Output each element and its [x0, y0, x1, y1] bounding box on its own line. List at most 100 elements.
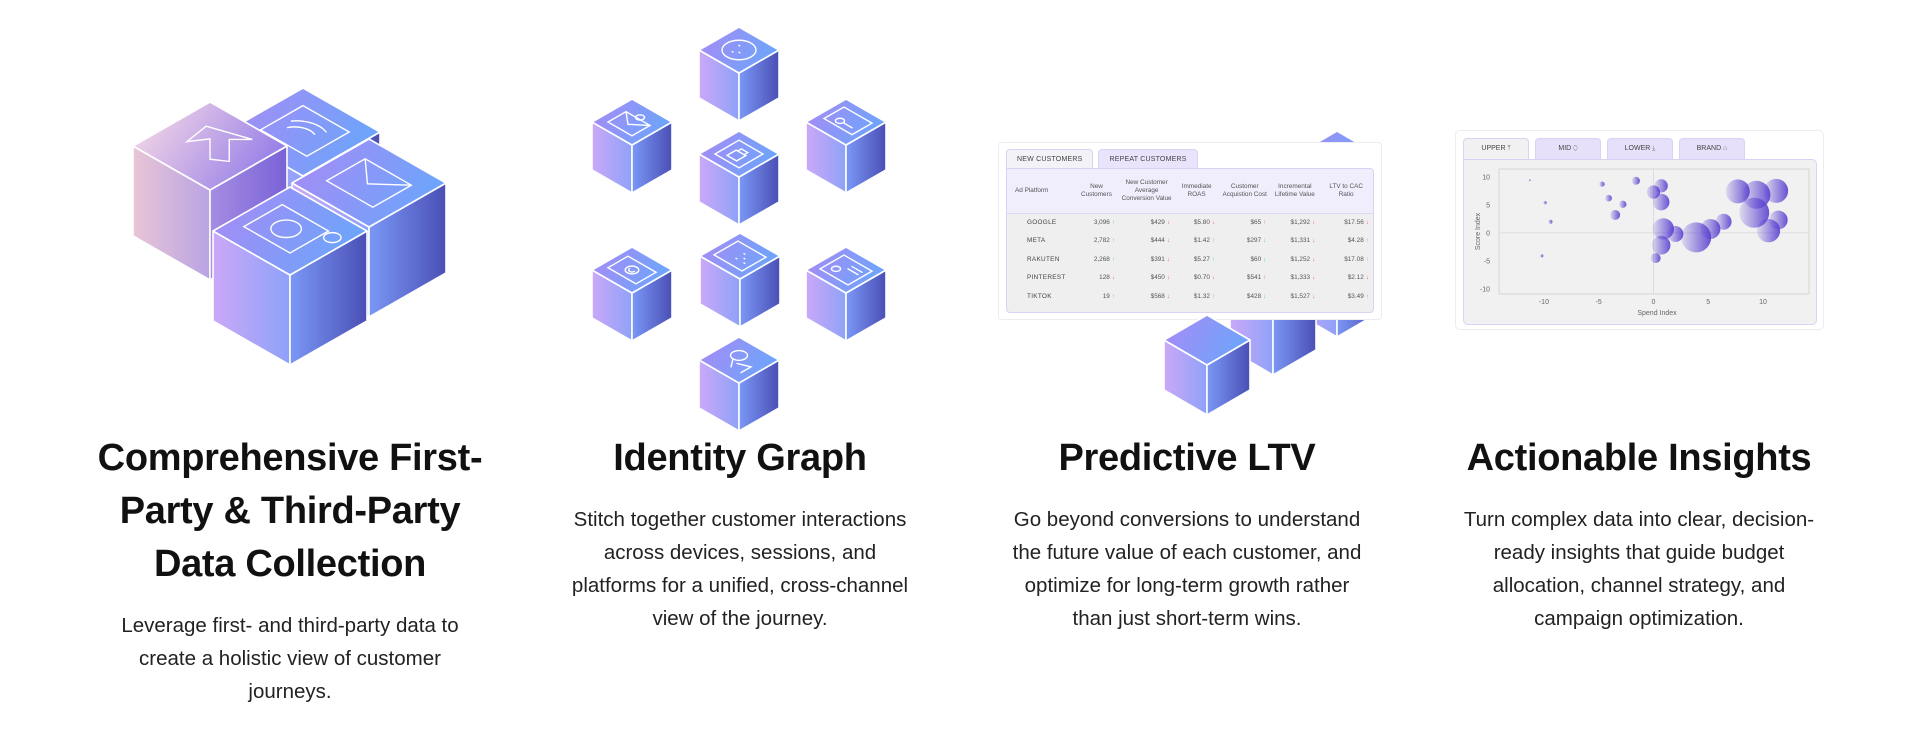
bubble-point[interactable]: [1715, 213, 1732, 230]
identity-cube: [806, 99, 886, 194]
cell-value: $65: [1250, 219, 1262, 226]
ltv-table-card: NEW CUSTOMERS REPEAT CUSTOMERS Ad Platfo…: [998, 142, 1382, 320]
column-header[interactable]: New Customers: [1081, 182, 1112, 198]
bubble-point[interactable]: [1605, 194, 1612, 202]
email-user-icon: [608, 109, 655, 136]
cell-value: 19: [1102, 292, 1110, 300]
identity-cube: [806, 247, 886, 342]
cell-value: $5.27: [1193, 255, 1210, 263]
value-cell: $1,252↓: [1270, 250, 1319, 269]
column-header[interactable]: LTV to CAC Ratio: [1329, 182, 1363, 198]
bubble-point[interactable]: [1700, 218, 1721, 239]
title-line: Party & Third-Party: [119, 490, 461, 532]
desc-line: campaign optimization.: [1534, 607, 1744, 630]
cell-value: $0.70: [1193, 274, 1210, 282]
cell-value: $1,333: [1290, 274, 1311, 282]
arrow-up-icon: ↑: [1211, 292, 1216, 300]
bubble-point[interactable]: [1756, 218, 1781, 243]
bubble-point[interactable]: [1651, 235, 1671, 255]
bubble-point[interactable]: [1540, 254, 1544, 258]
value-cell: $60↓: [1219, 250, 1270, 269]
title-line: Data Collection: [153, 543, 427, 585]
cell-value: 3,096: [1093, 219, 1110, 226]
tab-brand[interactable]: BRAND ⌂: [1679, 138, 1745, 159]
cursor-arrow-icon: [179, 120, 260, 166]
value-cell: $444↓: [1119, 232, 1174, 251]
identity-cube: [699, 337, 779, 432]
cell-value: $428: [1246, 292, 1262, 300]
value-cell: $5.27↑: [1174, 250, 1219, 269]
ltv-table-panel: Ad Platform New Customers New Customer Ave…: [1006, 168, 1374, 313]
tab-new-customers[interactable]: NEW CUSTOMERS: [1006, 149, 1094, 168]
lock-user-icon: [715, 140, 763, 168]
bubble-point[interactable]: [1599, 181, 1605, 187]
x-tick-label: 0: [1651, 299, 1655, 306]
cell-value: $3.49: [1347, 292, 1364, 300]
bubble-point[interactable]: [1650, 253, 1661, 264]
cell-value: $4.28: [1347, 237, 1364, 245]
tab-upper[interactable]: UPPER ⤒: [1463, 138, 1529, 159]
feature-description: Turn complex data into clear, decision-r…: [1419, 503, 1859, 635]
bubble-point[interactable]: [1652, 193, 1670, 211]
table-header-row: Ad Platform New Customers New Customer Ave…: [1007, 169, 1373, 213]
column-header[interactable]: New Customer Average Conversion Value: [1121, 178, 1172, 202]
identity-cube: [699, 131, 779, 226]
value-cell: $1,527↓: [1270, 287, 1319, 306]
cube-top-face: [212, 186, 368, 276]
value-cell: $1,292↓: [1270, 213, 1319, 232]
desc-line: allocation, channel strategy, and: [1492, 574, 1786, 597]
platform-cell: PINTEREST: [1027, 274, 1066, 282]
bubble-point[interactable]: [1528, 179, 1531, 182]
cookie-icon: [715, 36, 763, 64]
value-cell: $4.28↑: [1319, 232, 1373, 251]
y-axis-label: Score Index: [1475, 212, 1482, 250]
column-header[interactable]: Incremental Lifetime Value: [1274, 182, 1315, 198]
value-cell: $1,333↓: [1270, 269, 1319, 288]
bubble-point[interactable]: [1543, 200, 1547, 205]
arrow-down-icon: ↓: [1166, 219, 1171, 226]
column-header[interactable]: Immediate ROAS: [1181, 182, 1212, 198]
arrow-down-icon: ↓: [1365, 274, 1369, 282]
fingerprint-icon: [608, 256, 656, 284]
column-header[interactable]: Ad Platform: [1015, 186, 1049, 194]
tab-lower[interactable]: LOWER ⤓: [1607, 138, 1673, 159]
value-cell: $429↓: [1119, 213, 1174, 232]
bubble-point[interactable]: [1739, 197, 1770, 228]
tab-repeat-customers[interactable]: REPEAT CUSTOMERS: [1098, 149, 1198, 168]
bubble-point[interactable]: [1548, 219, 1553, 224]
column-header[interactable]: Customer Acquistion Cost: [1222, 182, 1267, 198]
bubble-point[interactable]: [1667, 226, 1684, 243]
customer-tabs: NEW CUSTOMERS REPEAT CUSTOMERS: [1006, 149, 1198, 168]
desc-line: Leverage first- and third-party data to: [121, 614, 459, 637]
feature-title: Actionable Insights: [1466, 437, 1812, 479]
cell-value: $60: [1250, 255, 1262, 263]
arrow-down-icon: ↓: [1166, 292, 1171, 300]
arrow-up-icon: ↑: [1111, 219, 1116, 226]
arrow-down-icon: ↓: [1312, 219, 1316, 226]
x-axis-label: Spend Index: [1637, 310, 1677, 317]
value-cell: 2,782↑: [1074, 232, 1119, 251]
bubble-point[interactable]: [1764, 178, 1789, 203]
cell-value: $2.12: [1347, 274, 1364, 282]
cell-value: $1.32: [1193, 292, 1210, 300]
value-cell: $3.49↑: [1319, 287, 1373, 306]
cell-value: $450: [1150, 274, 1165, 282]
desc-line: platforms for a unified, cross-channel: [571, 574, 909, 597]
arrow-down-icon: ↓: [1312, 255, 1316, 263]
bubble-point[interactable]: [1610, 209, 1621, 220]
bubble-point[interactable]: [1619, 200, 1627, 208]
envelope-icon: [327, 159, 412, 207]
y-tick-label: -10: [1480, 286, 1490, 293]
bubble-point[interactable]: [1631, 176, 1640, 185]
arrow-down-icon: ↓: [1166, 237, 1171, 245]
desc-line: Stitch together customer interactions: [573, 508, 907, 531]
value-cell: $1.32↑: [1174, 287, 1219, 306]
arrow-down-to-line-icon: ⤓: [1650, 145, 1656, 152]
value-cell: $297↓: [1219, 232, 1270, 251]
tab-mid[interactable]: MID ⬯: [1535, 138, 1601, 159]
